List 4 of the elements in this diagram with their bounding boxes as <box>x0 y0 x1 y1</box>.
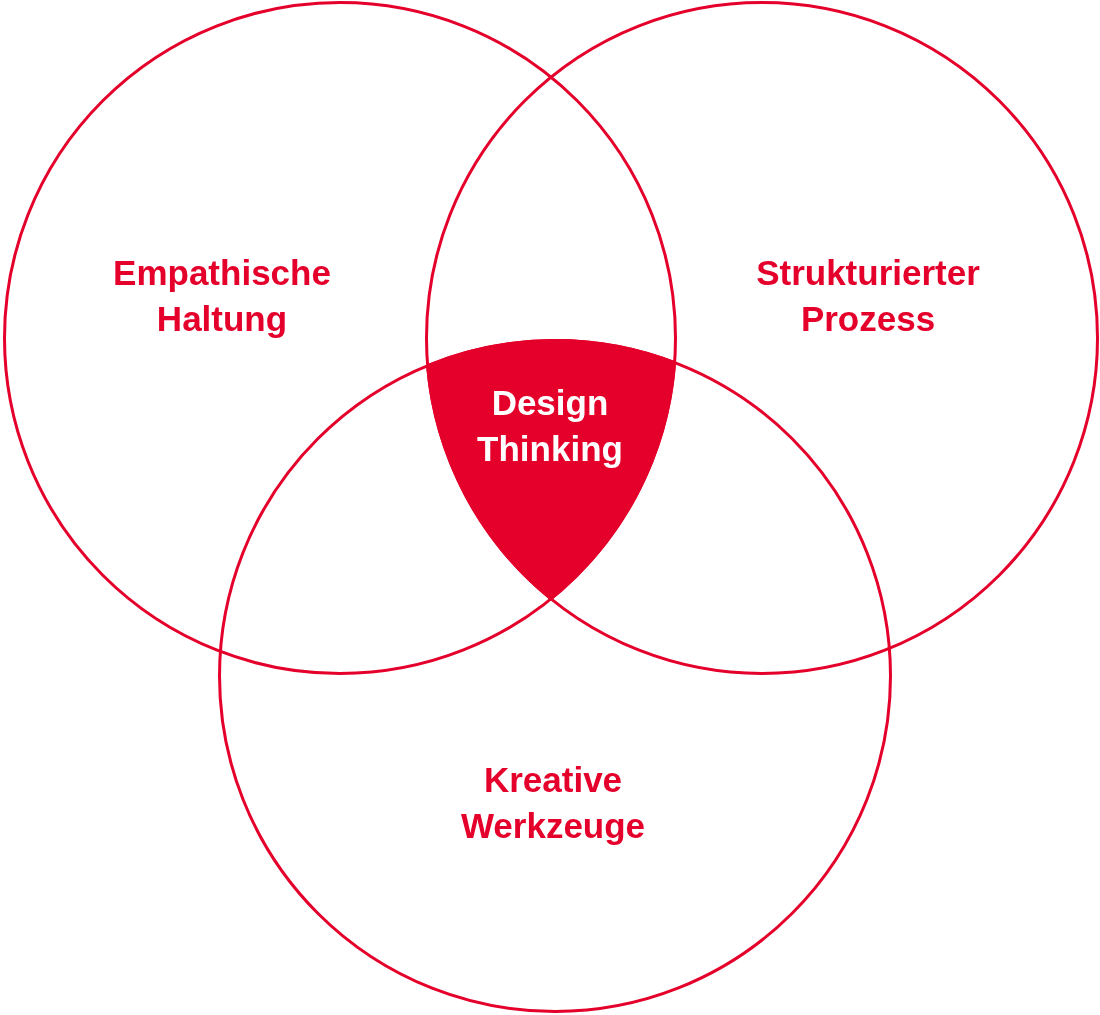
circle-label: Kreative Werkzeuge <box>459 759 647 847</box>
circle-label: Strukturierter Prozess <box>755 252 981 340</box>
circle-label: Empathische Haltung <box>112 252 332 340</box>
region-label: Design Thinking <box>476 382 624 470</box>
